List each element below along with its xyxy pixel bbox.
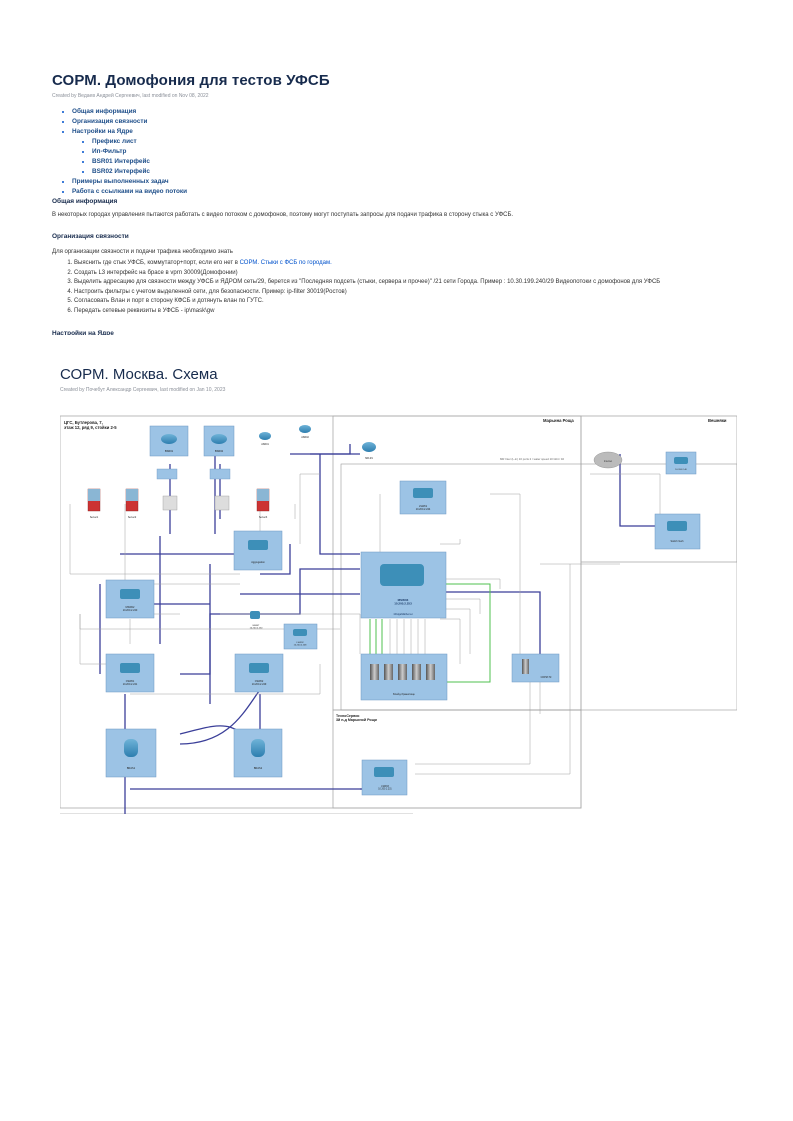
toc-subitem[interactable]: Ип-Фильтр [92,147,752,157]
node-internet-cloud: Internet [593,451,623,469]
maryina-loop [340,463,737,711]
second-page-header: СОРМ. Москва. Схема Created by Почебут А… [60,366,225,393]
node-aggregation: Aggregation [233,530,283,571]
node-vesh-sw2: Switch Vesh [654,513,701,550]
node-server2: Server2 [125,488,139,519]
toc-item[interactable]: Организация связности [72,117,752,127]
section-heading-connect: Организация связности [52,233,129,240]
section-heading-core: Настройки на Ядре [52,329,114,335]
node-server3: Server3 [256,488,270,519]
zone-label-maryina: Марьина Роща [543,418,574,423]
mr-link-label: MR Inter (L-in) 10 ports 2 / water speed… [500,457,564,461]
node-bras1: BRAS1 [105,728,157,778]
node-patch-2 [214,495,230,511]
node-bsr02-card [209,468,231,480]
svg-text:MR-R1: MR-R1 [365,457,373,460]
node-bsr01-card [156,468,178,480]
server-links [389,619,426,654]
node-sorm-tk: СОРМ-ТК [511,653,560,683]
step-item: Настроить фильтры с учетом выделенной се… [74,288,752,298]
node-bsr02: BSR02 [203,425,235,457]
page-title: СОРМ. Домофония для тестов УФСБ [52,72,330,89]
node-asr2: ASR02 [299,425,311,439]
page-title-2: СОРМ. Москва. Схема [60,366,218,383]
green-links [369,583,491,683]
toc-subitem[interactable]: Префикс лист [92,137,752,147]
step-item: Выделить адресацию для связности между У… [74,278,752,288]
svg-text:Server1: Server1 [90,516,99,519]
svg-text:10.200.2.40: 10.200.2.40 [675,469,687,471]
svg-text:Server2: Server2 [128,516,137,519]
step-item: Создать L3 интерфейс на брасе в vprn 300… [74,269,752,279]
svg-text:ASR01: ASR01 [261,443,269,446]
node-asr1: ASR01 [259,432,271,446]
svg-text:BRAS1: BRAS1 [127,767,136,770]
node-servers-storage: Блейд-Хранилище [360,653,448,701]
page-meta: Created by Ведаев Андрей Сергеевич, last… [52,93,209,99]
page-content: СОРМ. Домофония для тестов УФСБ Created … [52,72,752,335]
node-bsr01: BSR01 [149,425,189,457]
node-bras2: BRAS2 [233,728,283,778]
toc-item[interactable]: Настройки на Ядре Префикс лист Ип-Фильтр… [72,127,752,177]
svg-text:10GigabitEthernet: 10GigabitEthernet [393,613,413,616]
step-item: Согласовать Влан и порт в сторону КФСБ и… [74,297,752,307]
step-item: Выяснить где стык УФСБ, коммутатор+порт,… [74,259,752,269]
svg-text:BRAS2: BRAS2 [254,767,263,770]
zone-veshnyaki-border [580,415,737,563]
node-patch-1 [162,495,178,511]
svg-text:Aggregation: Aggregation [251,561,265,564]
svg-text:BSR02: BSR02 [215,449,224,453]
thin-links [69,473,661,775]
svg-text:ASR02: ASR02 [301,436,309,439]
step-item: Передать сетевые реквизиты в УФСБ - ip\m… [74,307,752,317]
svg-text:Internet: Internet [604,460,612,463]
section-intro-connect: Для организации связности и подачи трафи… [52,249,233,255]
zone-label-cgs: ЦГС, Бутлерова, 7,этаж 12, ряд 9, стойки… [64,420,117,430]
table-of-contents: Общая информация Организация связности Н… [52,107,752,197]
svg-text:Switch Vesh: Switch Vesh [670,540,684,543]
zone-label-veshnyaki: Вешняки [708,418,727,423]
page-meta-2: Created by Почебут Александр Сергеевич, … [60,387,226,393]
steps-list: Выяснить где стык УФСБ, коммутатор+порт,… [52,259,752,317]
node-mr-router: MR-R1 [362,442,376,460]
section-text-general: В некоторых городах управления пытаются … [52,212,514,218]
section-heading-general: Общая информация [52,198,118,205]
toc-subitem[interactable]: BSR02 Интерфейс [92,167,752,177]
toc-item[interactable]: Примеры выполненных задач [72,177,752,187]
fsb-links-link[interactable]: СОРМ. Стыки с ФСБ по городам. [239,260,332,266]
node-server1: Server1 [87,488,101,519]
node-vesh-sw1: 10.200.2.40 [665,451,697,475]
toc-subitem[interactable]: BSR01 Интерфейс [92,157,752,167]
svg-text:BSR01: BSR01 [165,449,174,453]
network-diagram: ЦГС, Бутлерова, 7,этаж 12, ряд 9, стойки… [60,415,737,814]
svg-text:Блейд-Хранилище: Блейд-Хранилище [393,693,415,696]
toc-item[interactable]: Общая информация [72,107,752,117]
toc-item[interactable]: Работа с ссылками на видео потоки [72,187,752,197]
svg-text:Server3: Server3 [259,516,268,519]
svg-text:СОРМ-ТК: СОРМ-ТК [541,676,552,679]
